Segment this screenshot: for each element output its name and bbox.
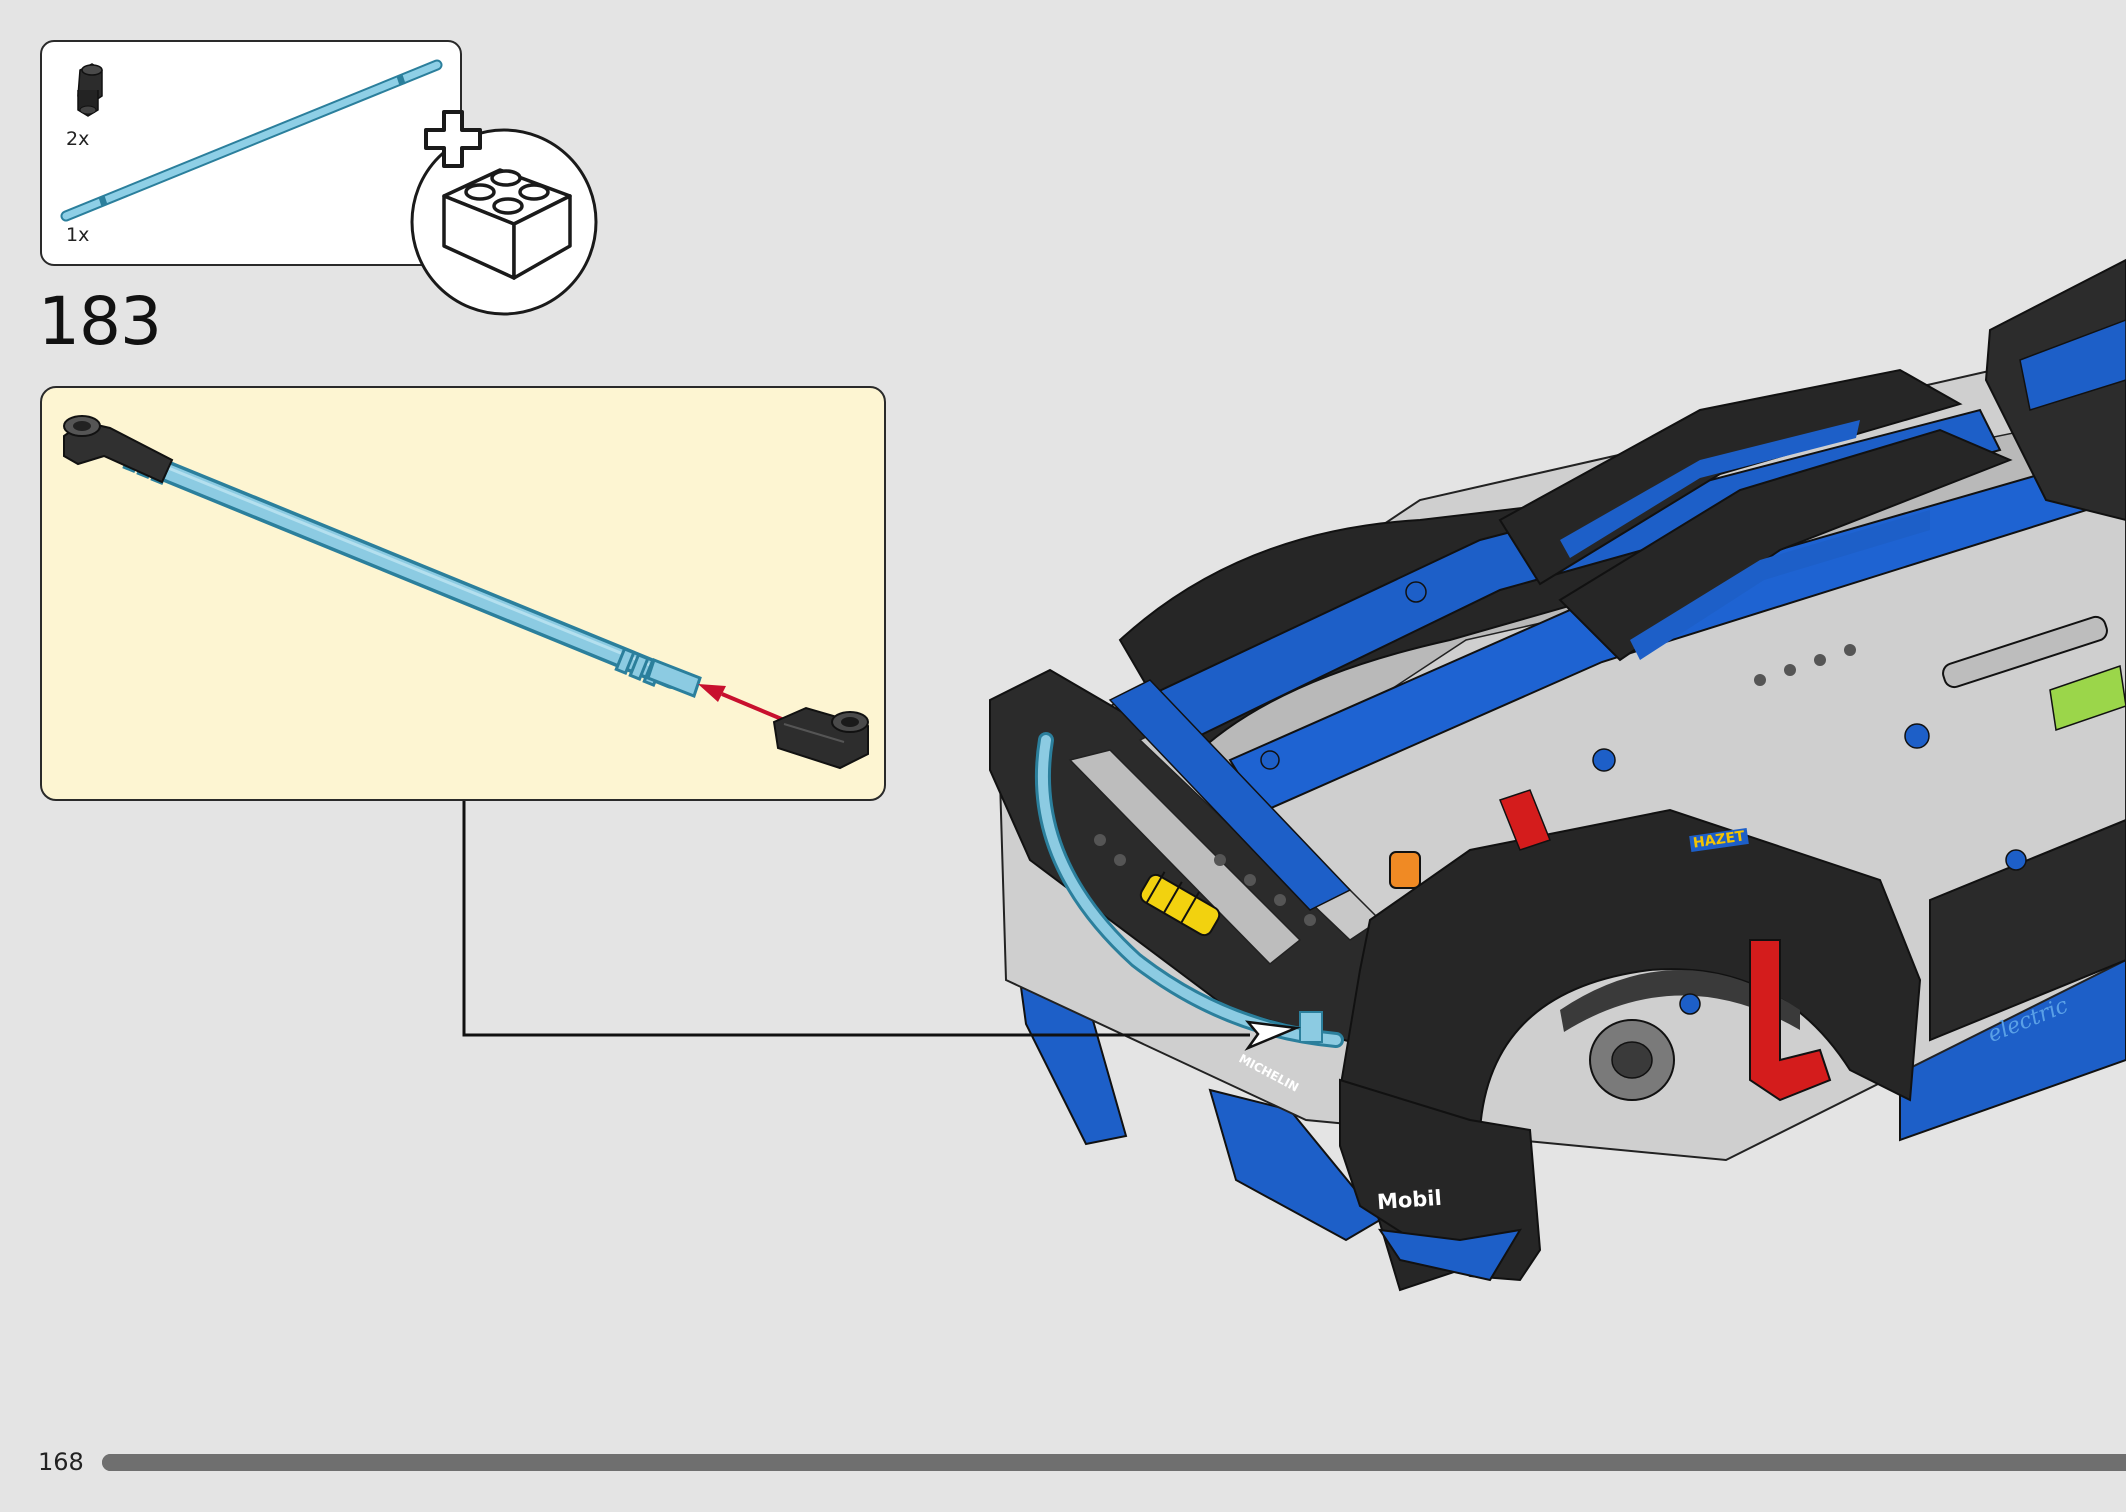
right-pin-connector-icon <box>772 706 869 770</box>
sub-assembly-callout <box>40 386 886 801</box>
race-car-model-illustration <box>989 258 2126 1292</box>
callout-illustration <box>63 415 869 770</box>
callout-leader-line <box>462 801 1301 1051</box>
page-number: 168 <box>38 1448 84 1476</box>
sticker-hazet: HAZET <box>1689 828 1749 852</box>
sticker-michelin: MICHELIN <box>1236 1051 1302 1095</box>
sticker-electric: electric <box>1984 993 2072 1048</box>
step-number: 183 <box>38 283 162 360</box>
black-pin-connector-icon <box>77 63 103 117</box>
part-quantity-pin: 2x <box>66 128 90 150</box>
yellow-shock-icon <box>1139 871 1221 937</box>
progress-bar-fill <box>102 1454 2126 1471</box>
insert-arrow-icon <box>698 684 785 722</box>
parts-illustration <box>60 59 443 222</box>
light-blue-axle-icon <box>60 59 443 222</box>
axle-with-connector-icon <box>63 415 702 698</box>
part-quantity-axle: 1x <box>66 224 90 246</box>
progress-bar <box>102 1454 2126 1471</box>
parts-list-box: 2x 1x <box>40 40 462 266</box>
sticker-mobil: Mobil <box>1376 1185 1443 1215</box>
